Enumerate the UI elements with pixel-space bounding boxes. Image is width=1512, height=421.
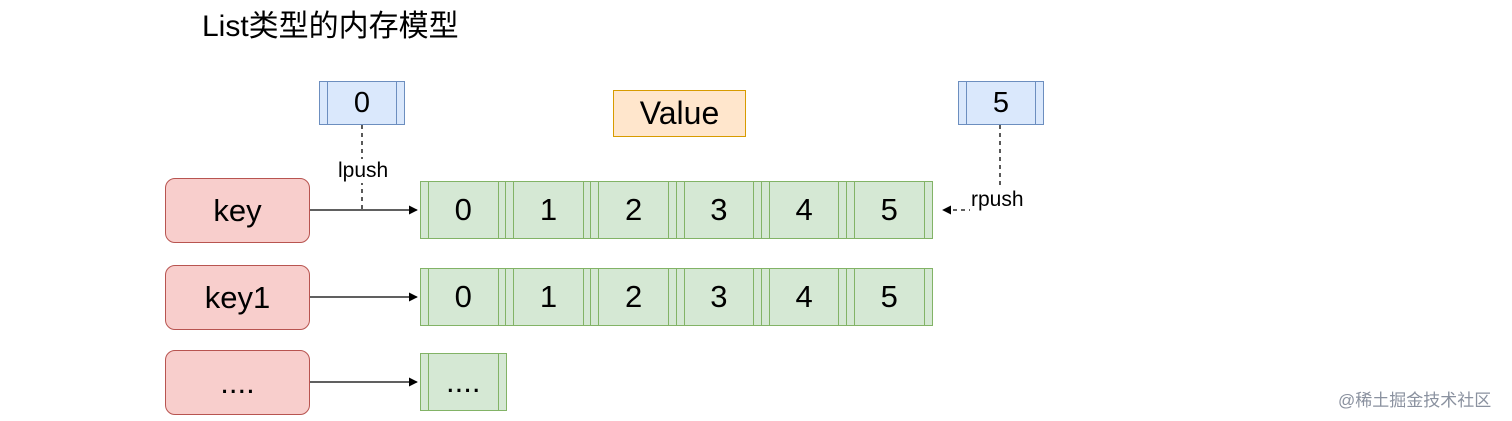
list-cell: 3 [675,268,763,326]
list-cell: 1 [505,181,592,239]
list-cell: 5 [846,181,933,239]
rpush-dashed-line [942,125,1001,215]
key-box: key [165,178,310,243]
list-cell: 2 [590,181,677,239]
diagram-title: List类型的内存模型 [202,10,459,43]
list-cell: 5 [846,268,933,326]
key1-box: key1 [165,265,310,330]
list-row-key1: 0 1 2 3 4 5 [420,268,933,326]
list-cell: 0 [420,181,507,239]
list-cell: 4 [760,268,848,326]
value-legend-box: Value [613,90,746,137]
watermark: @稀土掘金技术社区 [1338,391,1492,410]
list-cell: 2 [590,268,677,326]
rpush-label: rpush [970,188,1025,212]
list-cell: 3 [675,181,763,239]
list-cell: .... [420,353,507,411]
list-row-ellipsis: .... [420,353,507,411]
tail-index-box: 5 [958,81,1044,125]
list-cell: 0 [420,268,507,326]
head-index-box: 0 [319,81,405,125]
list-cell: 1 [505,268,592,326]
list-cell: 4 [760,181,848,239]
list-row-key: 0 1 2 3 4 5 [420,181,933,239]
ellipsis-key-box: .... [165,350,310,415]
lpush-label: lpush [337,159,390,183]
